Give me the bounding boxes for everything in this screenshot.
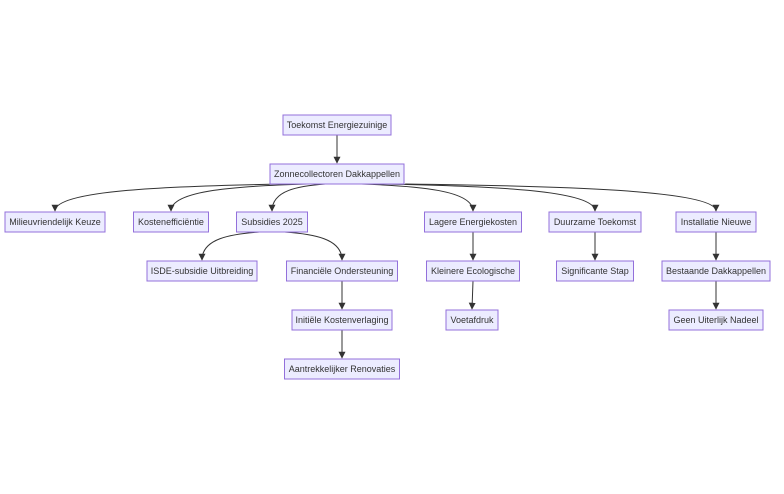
node-box-kleinere: [426, 260, 520, 282]
edge-kleinere-to-voetafdruk: [468, 280, 476, 310]
node-label-milieu: Milieuvriendelijk Keuze: [9, 217, 101, 227]
node-aantrekkelijker: Aantrekkelijker Renovaties: [284, 358, 400, 380]
node-label-financiele: Financiële Ondersteuning: [291, 266, 394, 276]
node-box-toekomst: [282, 114, 392, 136]
node-box-financiele: [286, 260, 398, 282]
node-box-isde: [146, 260, 258, 282]
node-label-duurzaam: Duurzame Toekomst: [554, 217, 637, 227]
node-kleinere: Kleinere Ecologische: [426, 260, 520, 282]
node-label-kosten: Kostenefficiëntie: [138, 217, 204, 227]
node-subsidies: Subsidies 2025: [236, 211, 308, 233]
node-installatie: Installatie Nieuwe: [675, 211, 757, 233]
edge-zonnecollectoren-to-lagere: [361, 183, 477, 212]
node-label-installatie: Installatie Nieuwe: [681, 217, 752, 227]
node-box-duurzaam: [548, 211, 642, 233]
node-box-voetafdruk: [445, 309, 499, 331]
node-label-aantrekkelijker: Aantrekkelijker Renovaties: [289, 364, 396, 374]
node-label-toekomst: Toekomst Energiezuinige: [287, 120, 388, 130]
node-label-bestaande: Bestaande Dakkappellen: [666, 266, 766, 276]
node-box-aantrekkelijker: [284, 358, 400, 380]
node-kosten: Kostenefficiëntie: [133, 211, 209, 233]
node-label-initiele: Initiële Kostenverlaging: [295, 315, 388, 325]
node-bestaande: Bestaande Dakkappellen: [661, 260, 771, 282]
node-box-subsidies: [236, 211, 308, 233]
node-box-significante: [556, 260, 634, 282]
node-box-milieu: [4, 211, 106, 233]
edge-subsidies-to-isde: [198, 231, 260, 261]
node-label-significante: Significante Stap: [561, 266, 629, 276]
edge-zonnecollectoren-to-subsidies: [268, 183, 326, 212]
node-box-geen: [668, 309, 764, 331]
node-box-bestaande: [661, 260, 771, 282]
node-box-kosten: [133, 211, 209, 233]
edge-subsidies-to-financiele: [284, 231, 346, 261]
node-box-zonnecollectoren: [269, 163, 405, 185]
node-label-geen: Geen Uiterlijk Nadeel: [673, 315, 758, 325]
edge-zonnecollectoren-to-duurzaam: [383, 183, 599, 212]
edge-zonnecollectoren-to-milieu: [51, 183, 287, 212]
node-label-kleinere: Kleinere Ecologische: [431, 266, 515, 276]
edges-layer: [51, 135, 720, 359]
node-zonnecollectoren: Zonnecollectoren Dakkappellen: [269, 163, 405, 185]
node-initiele: Initiële Kostenverlaging: [291, 309, 393, 331]
node-isde: ISDE-subsidie Uitbreiding: [146, 260, 258, 282]
nodes-layer: Toekomst EnergiezuinigeZonnecollectoren …: [4, 114, 771, 380]
node-lagere: Lagere Energiekosten: [424, 211, 522, 233]
node-label-zonnecollectoren: Zonnecollectoren Dakkappellen: [274, 169, 400, 179]
node-box-initiele: [291, 309, 393, 331]
node-box-installatie: [675, 211, 757, 233]
node-label-isde: ISDE-subsidie Uitbreiding: [151, 266, 254, 276]
node-label-voetafdruk: Voetafdruk: [450, 315, 494, 325]
node-toekomst: Toekomst Energiezuinige: [282, 114, 392, 136]
edge-zonnecollectoren-to-installatie: [405, 183, 720, 212]
node-geen: Geen Uiterlijk Nadeel: [668, 309, 764, 331]
node-significante: Significante Stap: [556, 260, 634, 282]
node-financiele: Financiële Ondersteuning: [286, 260, 398, 282]
edge-zonnecollectoren-to-kosten: [167, 183, 308, 212]
node-box-lagere: [424, 211, 522, 233]
node-label-subsidies: Subsidies 2025: [241, 217, 303, 227]
node-label-lagere: Lagere Energiekosten: [429, 217, 517, 227]
node-voetafdruk: Voetafdruk: [445, 309, 499, 331]
node-duurzaam: Duurzame Toekomst: [548, 211, 642, 233]
node-milieu: Milieuvriendelijk Keuze: [4, 211, 106, 233]
